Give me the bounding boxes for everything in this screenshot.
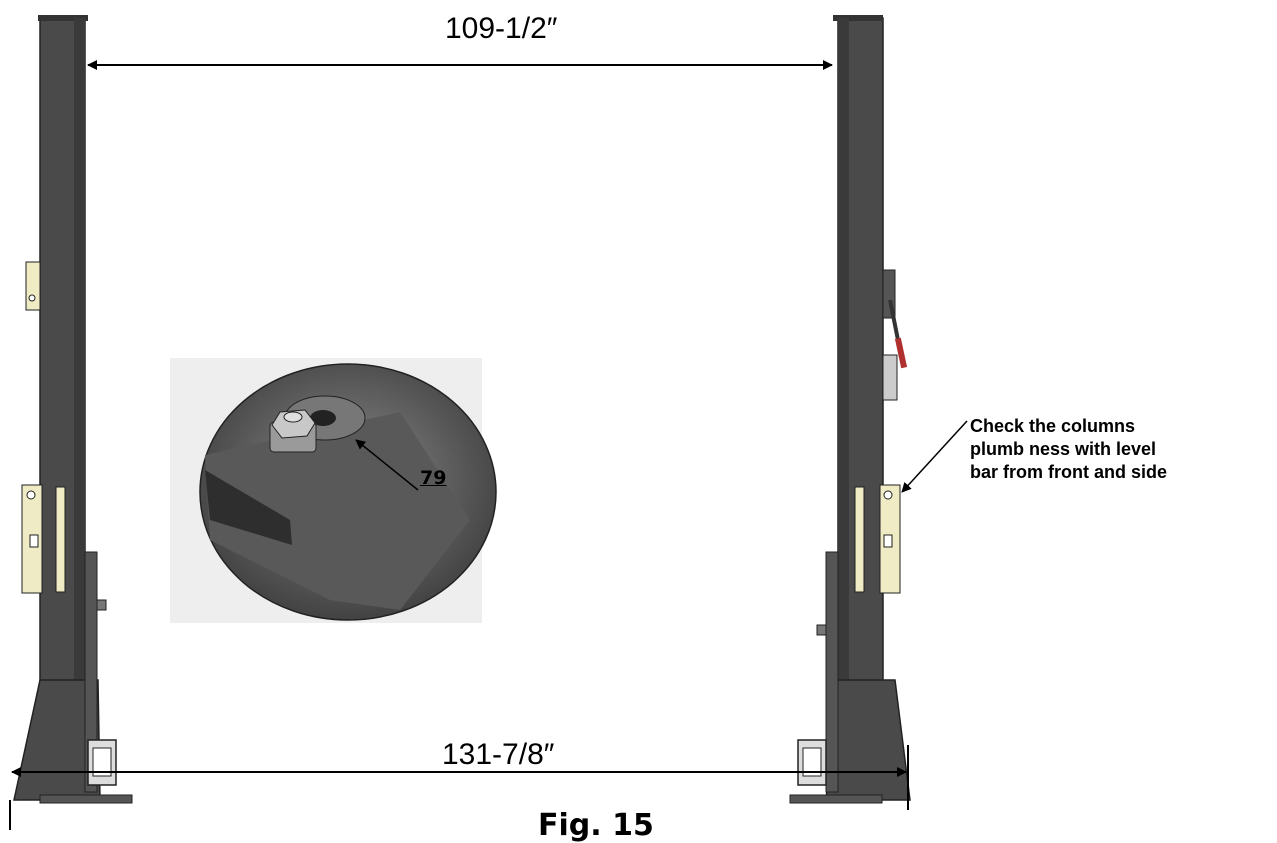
- left-bolt: [96, 599, 107, 611]
- left-upper-bracket-hole: [28, 294, 36, 302]
- anchor-bolt-detail: [170, 358, 497, 623]
- detail-shim-hole: [310, 410, 336, 426]
- left-column: [13, 15, 133, 804]
- left-upper-bracket: [25, 261, 41, 311]
- detail-base-plate: [205, 412, 470, 610]
- right-base-plate: [789, 794, 883, 804]
- detail-bolt-tip: [283, 411, 303, 423]
- right-bolt: [816, 624, 827, 636]
- callout-leader-line: [901, 420, 968, 493]
- right-column-cap: [833, 15, 883, 21]
- plumbness-callout: Check the columns plumb ness with level …: [970, 415, 1167, 484]
- top-dimension-label: 109-1/2″: [445, 12, 558, 45]
- left-arm-pin-housing: [84, 551, 98, 793]
- right-carriage-slot: [883, 534, 893, 548]
- left-carriage-slot: [29, 534, 39, 548]
- right-base-gusset: [825, 679, 911, 801]
- right-carriage-hole: [883, 490, 893, 500]
- left-column-side: [74, 18, 85, 708]
- left-column-cap: [38, 15, 88, 21]
- right-arm-pin-housing: [825, 551, 839, 793]
- part-number-label: 79: [420, 467, 447, 489]
- left-carriage-hole: [26, 490, 36, 500]
- detail-gusset: [205, 470, 292, 545]
- right-lock-box: [882, 354, 898, 401]
- callout-line-3: bar from front and side: [970, 462, 1168, 482]
- bottom-dimension-label: 131-7/8″: [442, 738, 555, 771]
- right-lock-handle-grip: [894, 337, 908, 369]
- left-column-window: [55, 486, 66, 593]
- figure-caption: Fig. 15: [538, 808, 654, 843]
- right-column-side: [838, 18, 849, 708]
- right-column: [789, 15, 911, 804]
- right-column-window: [854, 486, 865, 593]
- left-base-plate: [39, 794, 133, 804]
- callout-line-2: plumb ness with level: [970, 439, 1157, 459]
- part-leader-line: [355, 439, 419, 491]
- detail-nut: [271, 409, 316, 439]
- callout-line-1: Check the columns: [970, 416, 1136, 436]
